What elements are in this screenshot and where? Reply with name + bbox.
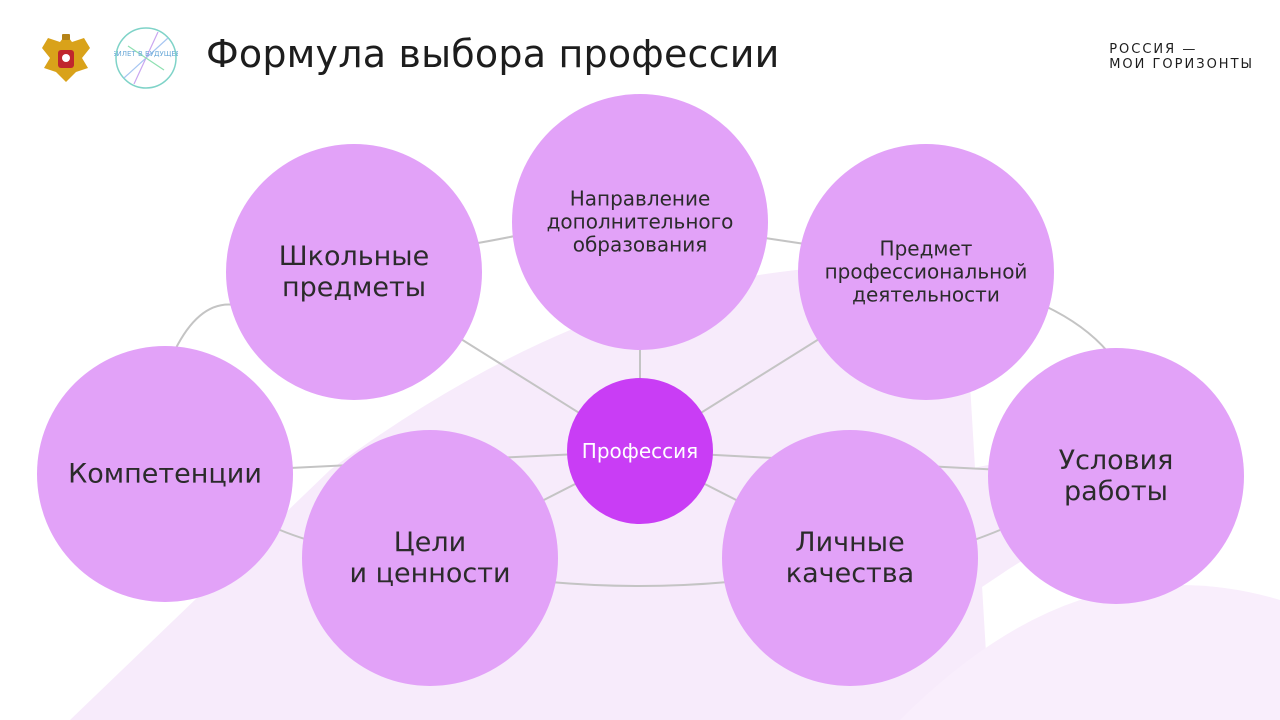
brand-line-1: РОССИЯ — (1109, 42, 1198, 57)
node-label-tseli-i-tsennosti: Цели и ценности (349, 527, 511, 589)
node-circle-lichnye-kachestva (722, 430, 978, 686)
ring-arc-top-left (174, 303, 236, 351)
node-label-predmet-prof-deyatelnosti: Предмет профессиональной деятельности (824, 236, 1028, 307)
brand-line-2: МОИ ГОРИЗОНТЫ (1109, 57, 1254, 72)
ring-arc-top-mid-right (764, 237, 806, 245)
node-circle-usloviya-raboty (988, 348, 1244, 604)
bilet-v-budushchee-logo: БИЛЕТ В БУДУЩЕЕ (114, 27, 178, 89)
ring-arc-right (1044, 305, 1109, 353)
node-circle-kompetentsii (37, 346, 293, 602)
node-circle-napravlenie-dop-obrazovaniya (512, 94, 768, 350)
page-title: Формула выбора профессии (206, 32, 780, 76)
node-label-kompetentsii: Компетенции (68, 458, 262, 490)
ribbon-right-edge (900, 585, 1280, 720)
ring-arc-top-mid-left (477, 235, 516, 244)
nodes (37, 94, 1244, 686)
node-label-napravlenie-dop-obrazovaniya: Направление дополнительного образования (546, 186, 734, 257)
node-label-shkolnye-predmety: Школьные предметы (278, 241, 430, 303)
ring-arc-right-bottom (973, 529, 1001, 541)
node-label-lichnye-kachestva: Личные качества (785, 527, 915, 589)
header-logos: БИЛЕТ В БУДУЩЕЕ (36, 26, 178, 90)
brand-label: РОССИЯ — МОИ ГОРИЗОНТЫ (1109, 42, 1254, 72)
ring-arc-bottom (549, 581, 729, 587)
node-circle-tseli-i-tsennosti (302, 430, 558, 686)
coat-of-arms-icon (42, 34, 90, 82)
node-label-usloviya-raboty: Условия работы (1058, 445, 1174, 507)
node-circle-shkolnye-predmety (226, 144, 482, 400)
svg-text:БИЛЕТ В БУДУЩЕЕ: БИЛЕТ В БУДУЩЕЕ (114, 50, 178, 58)
node-circle-predmet-prof-deyatelnosti (798, 144, 1054, 400)
node-circle-center (567, 378, 713, 524)
node-label-center: Профессия (581, 439, 699, 463)
outer-ring (174, 235, 1109, 587)
